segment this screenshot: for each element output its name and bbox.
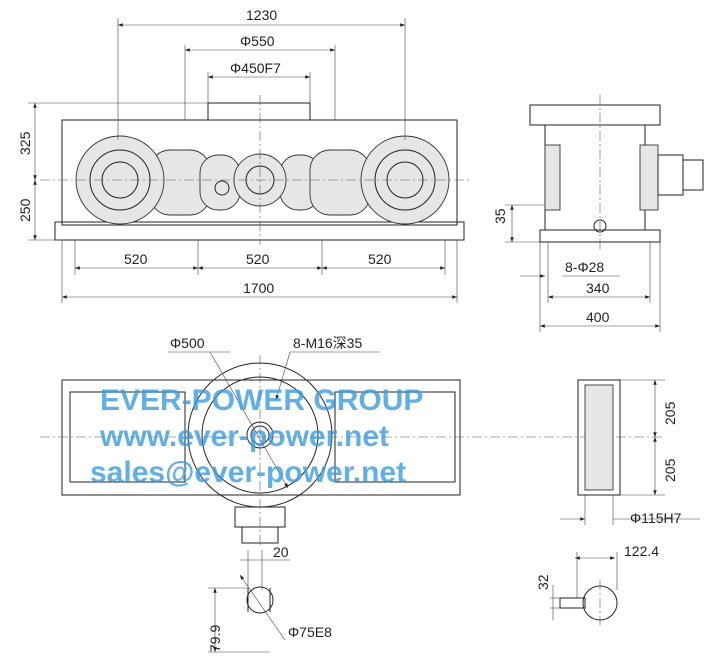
- dim-phi550: Φ550: [240, 33, 275, 49]
- dim-phi75: Φ75E8: [288, 624, 332, 640]
- dim-400: 400: [586, 309, 610, 325]
- front-dimensions: [28, 18, 458, 303]
- side-view: [505, 95, 704, 332]
- dim-20: 20: [273, 544, 289, 560]
- dim-1230: 1230: [246, 7, 277, 23]
- dim-520-b: 520: [246, 251, 270, 267]
- plan-view: [40, 351, 665, 545]
- front-view: [40, 95, 470, 245]
- watermark-company: EVER-POWER GROUP: [100, 384, 423, 417]
- shaft-detail-right: [550, 552, 618, 625]
- watermark-email: sales@ever-power.net: [90, 456, 406, 489]
- dim-phi500: Φ500: [170, 335, 205, 351]
- dim-32: 32: [535, 574, 551, 590]
- dim-520-c: 520: [368, 251, 392, 267]
- dim-35: 35: [492, 208, 508, 224]
- dim-79-9: 79.9: [207, 625, 223, 652]
- dim-122-4: 122.4: [624, 543, 659, 559]
- dim-520-a: 520: [124, 251, 148, 267]
- dim-8-phi28: 8-Φ28: [565, 259, 604, 275]
- dim-340: 340: [586, 280, 610, 296]
- end-view: [560, 379, 700, 525]
- dim-8-m16: 8-M16深35: [293, 335, 362, 351]
- watermark-url: www.ever-power.net: [99, 420, 389, 453]
- dim-325: 325: [17, 131, 33, 155]
- dim-205-bottom: 205: [662, 458, 678, 482]
- dim-1700: 1700: [243, 280, 274, 296]
- watermark: EVER-POWER GROUP www.ever-power.net sale…: [90, 384, 423, 489]
- dim-205-top: 205: [662, 401, 678, 425]
- dim-phi450: Φ450F7: [230, 60, 281, 76]
- dim-250: 250: [17, 198, 33, 222]
- shaft-detail-left: [208, 550, 290, 653]
- dim-phi115: Φ115H7: [630, 510, 682, 526]
